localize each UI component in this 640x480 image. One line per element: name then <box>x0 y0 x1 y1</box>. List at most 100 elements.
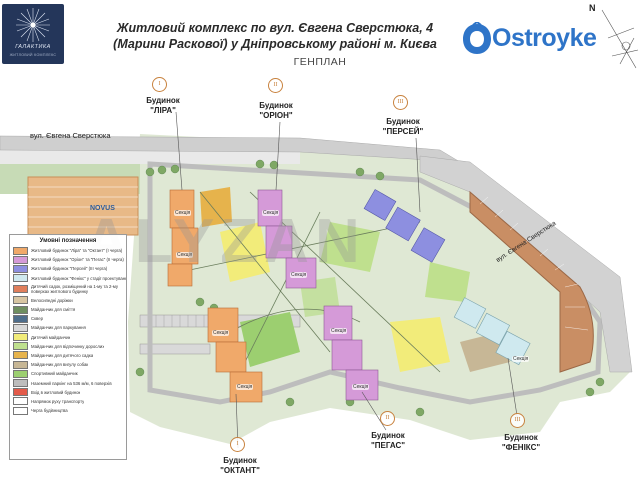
logo-tagline: ЖИТЛОВИЙ КОМПЛЕКС <box>9 53 57 57</box>
legend-item: Житловий будинок "Персей" (III черга) <box>10 264 126 273</box>
legend-label: Майданчик для сміття <box>31 307 76 313</box>
building-persei <box>363 189 446 263</box>
legend-item: Майданчик для відпочинку дорослих <box>10 342 126 351</box>
building-name: "ОКТАНТ" <box>220 465 260 475</box>
section-label: Секція <box>262 210 280 216</box>
building-lira <box>167 189 199 287</box>
legend-swatch <box>13 314 28 323</box>
queue-marker: III <box>393 95 408 110</box>
legend-label: Дитячий майданчик <box>31 334 71 340</box>
building-label-feniks: Будинок "ФЕНІКС" <box>494 433 548 452</box>
novus-lot <box>27 176 139 236</box>
playground-1 <box>220 222 270 282</box>
legend-item: Наземний паркінг на 536 м/м, 6 поверхів <box>10 378 126 388</box>
kindergarten-area <box>200 187 232 227</box>
legend-item: Майданчик для паркування <box>10 323 126 332</box>
legend-swatch <box>13 255 28 264</box>
novus-label: NOVUS <box>90 205 115 212</box>
ostroyke-logo: Ostroyke <box>462 22 612 62</box>
building-label-pegas: Будинок "ПЕГАС" <box>362 431 414 450</box>
parking-row-2 <box>139 343 211 355</box>
building-label-persei: Будинок "ПЕРСЕЙ" <box>376 117 430 136</box>
section-label: Секція <box>174 210 192 216</box>
legend-label: Житловий будинок "Ліра" та "Октант" (I ч… <box>31 248 123 254</box>
legend-swatch <box>13 397 28 406</box>
building-oktant <box>207 307 263 403</box>
parking-garage <box>469 190 594 373</box>
building-word: Будинок <box>146 96 180 105</box>
building-word: Будинок <box>223 456 257 465</box>
legend-item: Вхід в житловий будинок <box>10 388 126 397</box>
section-label: Секція <box>290 272 308 278</box>
legend-item: Майданчик для дитячого садка <box>10 351 126 360</box>
legend-label: Майданчик для дитячого садка <box>31 352 94 358</box>
legend-swatch <box>13 369 28 378</box>
genplan-map <box>0 72 640 480</box>
legend-swatch <box>13 342 28 351</box>
legend-item: Житловий будинок "Фенікс" у стадії проек… <box>10 274 126 283</box>
building-word: Будинок <box>504 433 538 442</box>
section-label: Секція <box>212 330 230 336</box>
legend-item: Майданчик для вигулу собак <box>10 360 126 369</box>
building-name: "ЛІРА" <box>150 105 176 115</box>
legend: Умовні позначення Житловий будинок "Ліра… <box>9 234 127 460</box>
legend-swatch <box>13 360 28 369</box>
section-label: Секція <box>176 252 194 258</box>
page-subtitle: ГЕНПЛАН <box>293 56 347 68</box>
page-title: Житловий комплекс по вул. Євгена Сверстю… <box>113 21 437 51</box>
legend-label: Дитячий садок, розміщений на 1-му та 2-м… <box>31 284 118 295</box>
legend-label: Черга будівництва <box>31 408 68 414</box>
building-word: Будинок <box>371 431 405 440</box>
building-word: Будинок <box>259 101 293 110</box>
building-name: "ПЕРСЕЙ" <box>382 126 424 136</box>
legend-label: Житловий будинок "Оріон" та "Пегас" (II … <box>31 257 124 263</box>
north-label: N <box>589 3 596 13</box>
legend-item: Напрямок руху транспорту <box>10 397 126 406</box>
legend-swatch <box>13 274 28 283</box>
legend-label: Наземний паркінг на 536 м/м, 6 поверхів <box>31 380 112 386</box>
section-label: Секція <box>512 356 530 362</box>
building-label-oktant: Будинок "ОКТАНТ" <box>212 456 268 475</box>
legend-label: Майданчик для паркування <box>31 325 86 331</box>
building-pegas <box>323 305 379 401</box>
legend-swatch <box>13 333 28 342</box>
legend-label: Майданчик для відпочинку дорослих <box>31 343 105 349</box>
legend-swatch <box>13 305 28 314</box>
sports-area <box>240 312 300 367</box>
legend-swatch <box>13 296 28 305</box>
rest-area-1 <box>320 222 380 272</box>
legend-item: Велосипедні доріжки <box>10 296 126 305</box>
legend-item: Дитячий садок, розміщений на 1-му та 2-м… <box>10 283 126 296</box>
legend-label: Спортивний майданчик <box>31 371 78 377</box>
compass-icon <box>601 9 639 69</box>
building-name: "ФЕНІКС" <box>501 442 541 452</box>
legend-title: Умовні позначення <box>39 238 97 244</box>
legend-swatch <box>13 285 28 294</box>
building-name: "ОРІОН" <box>259 110 293 120</box>
building-word: Будинок <box>386 117 420 126</box>
building-label-orion: Будинок "ОРІОН" <box>250 101 302 120</box>
queue-marker: I <box>152 77 167 92</box>
brand-name: Ostroyke <box>492 24 597 52</box>
legend-label: Майданчик для вигулу собак <box>31 362 89 368</box>
legend-item: Спортивний майданчик <box>10 369 126 378</box>
queue-marker: III <box>510 413 525 428</box>
legend-swatch <box>13 388 28 397</box>
green-strip-top <box>0 150 300 164</box>
queue-marker: I <box>230 437 245 452</box>
legend-label: Сквер <box>31 316 43 322</box>
legend-swatch <box>13 246 28 255</box>
legend-label: Житловий будинок "Фенікс" у стадії проек… <box>31 275 126 281</box>
logo-name: ГАЛАКТИКА <box>15 44 51 50</box>
section-label: Секція <box>330 328 348 334</box>
legend-item: Житловий будинок "Оріон" та "Пегас" (II … <box>10 255 126 264</box>
section-label: Секція <box>236 384 254 390</box>
legend-item: Житловий будинок "Ліра" та "Октант" (I ч… <box>10 246 126 255</box>
playground-2 <box>390 317 450 372</box>
ostroyke-mark-icon <box>463 22 491 54</box>
section-label: Секція <box>352 384 370 390</box>
queue-marker: II <box>268 78 283 93</box>
legend-swatch <box>13 323 28 332</box>
legend-item: Майданчик для сміття <box>10 305 126 314</box>
street-label-top: вул. Євгена Сверстюка <box>30 131 111 140</box>
